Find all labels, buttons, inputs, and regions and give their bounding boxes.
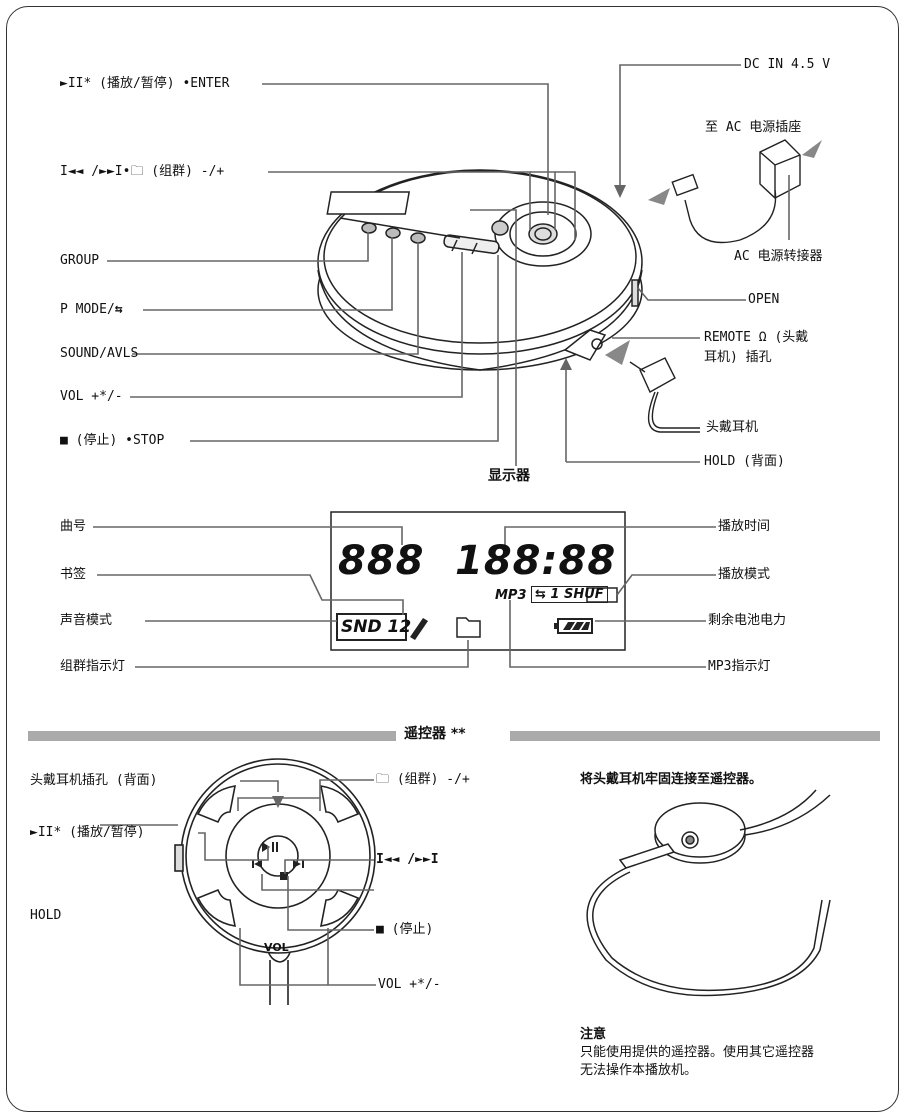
attach-caption: 将头戴耳机牢固连接至遥控器。 [580,772,763,787]
play-time-label: 播放时间 [718,519,771,534]
ac-adaptor [671,139,801,244]
sound-avls-label: SOUND/AVLS [60,346,139,361]
cd-player [317,169,643,371]
note-line-1: 只能使用提供的遥控器。使用其它遥控器 [580,1045,815,1060]
sound-mode-label: 声音模式 [60,613,113,628]
remote-control [174,758,376,1005]
play-pause-enter-label: ►II* (播放/暂停) •ENTER [60,76,230,91]
lcd-track-digits: 888 [338,538,425,584]
remote-icons [252,842,304,880]
track-number-label: 曲号 [60,519,87,534]
section-bar-right [510,731,880,741]
repeat-icon: ⇆ [114,302,123,317]
remote-skip-label: I◄◄ /►►I [376,852,439,867]
remote-vol-marking: VOL [264,941,289,954]
p-mode-label: P MODE/⇆ [60,302,123,317]
leader-lines-remote [100,779,376,986]
stop-label: ■ (停止) •STOP [60,433,165,448]
play-mode-label: 播放模式 [718,567,771,582]
skip-group-label: I◄◄ /►►I•🗀 (组群) -/+ [60,164,225,179]
battery-label: 剩余电池电力 [708,613,787,628]
headphone-jack-back-label: 头戴耳机插孔 (背面) [30,773,158,788]
lcd-time-digits: 188:88 [455,538,617,584]
page-frame [6,6,899,1112]
group-label: GROUP [60,253,100,268]
section-bar-left [28,731,396,741]
headphones-label: 头戴耳机 [706,420,759,435]
remote-section-title: 遥控器 ** [404,726,466,742]
repeat-icon: ⇆ [535,587,551,602]
headphone-plug [629,357,700,433]
ac-adaptor-label: AC 电源转接器 [734,249,823,264]
remote-play-pause-label: ►II* (播放/暂停) [30,825,145,840]
open-label: OPEN [748,292,780,307]
leader-lines-player [107,64,790,466]
remote-vol-label: VOL +*/- [378,977,441,992]
lcd-mp3-text: MP3 [495,588,527,603]
remote-jack-label-1: REMOTE Ω (头戴 [704,330,809,345]
remote-stop-label: ■ (停止) [376,922,434,937]
leader-lines-lcd [93,526,716,668]
vol-label: VOL +*/- [60,389,123,404]
group-indicator-label: 组群指示灯 [60,659,126,674]
mp3-indicator-label: MP3指示灯 [708,659,771,674]
dc-in-label: DC IN 4.5 V [744,57,831,72]
lcd-shuf-text: ⇆ 1 SHUF [531,586,608,603]
display-label: 显示器 [488,468,530,484]
bookmark-label: 书签 [60,567,87,582]
lcd-snd-text: SND 12 [341,617,412,637]
remote-jack-label-2: 耳机) 插孔 [704,350,772,365]
remote-hold-label: HOLD [30,908,62,923]
note-title: 注意 [580,1027,607,1042]
remote-group-label: 🗀 (组群) -/+ [376,772,470,787]
remote-with-headphones [586,789,831,997]
hold-back-label: HOLD (背面) [704,454,785,469]
note-line-2: 无法操作本播放机。 [580,1063,698,1078]
lcd-panel [330,511,626,651]
ac-outlet-label: 至 AC 电源插座 [705,120,802,135]
connection-arrows [605,140,822,365]
